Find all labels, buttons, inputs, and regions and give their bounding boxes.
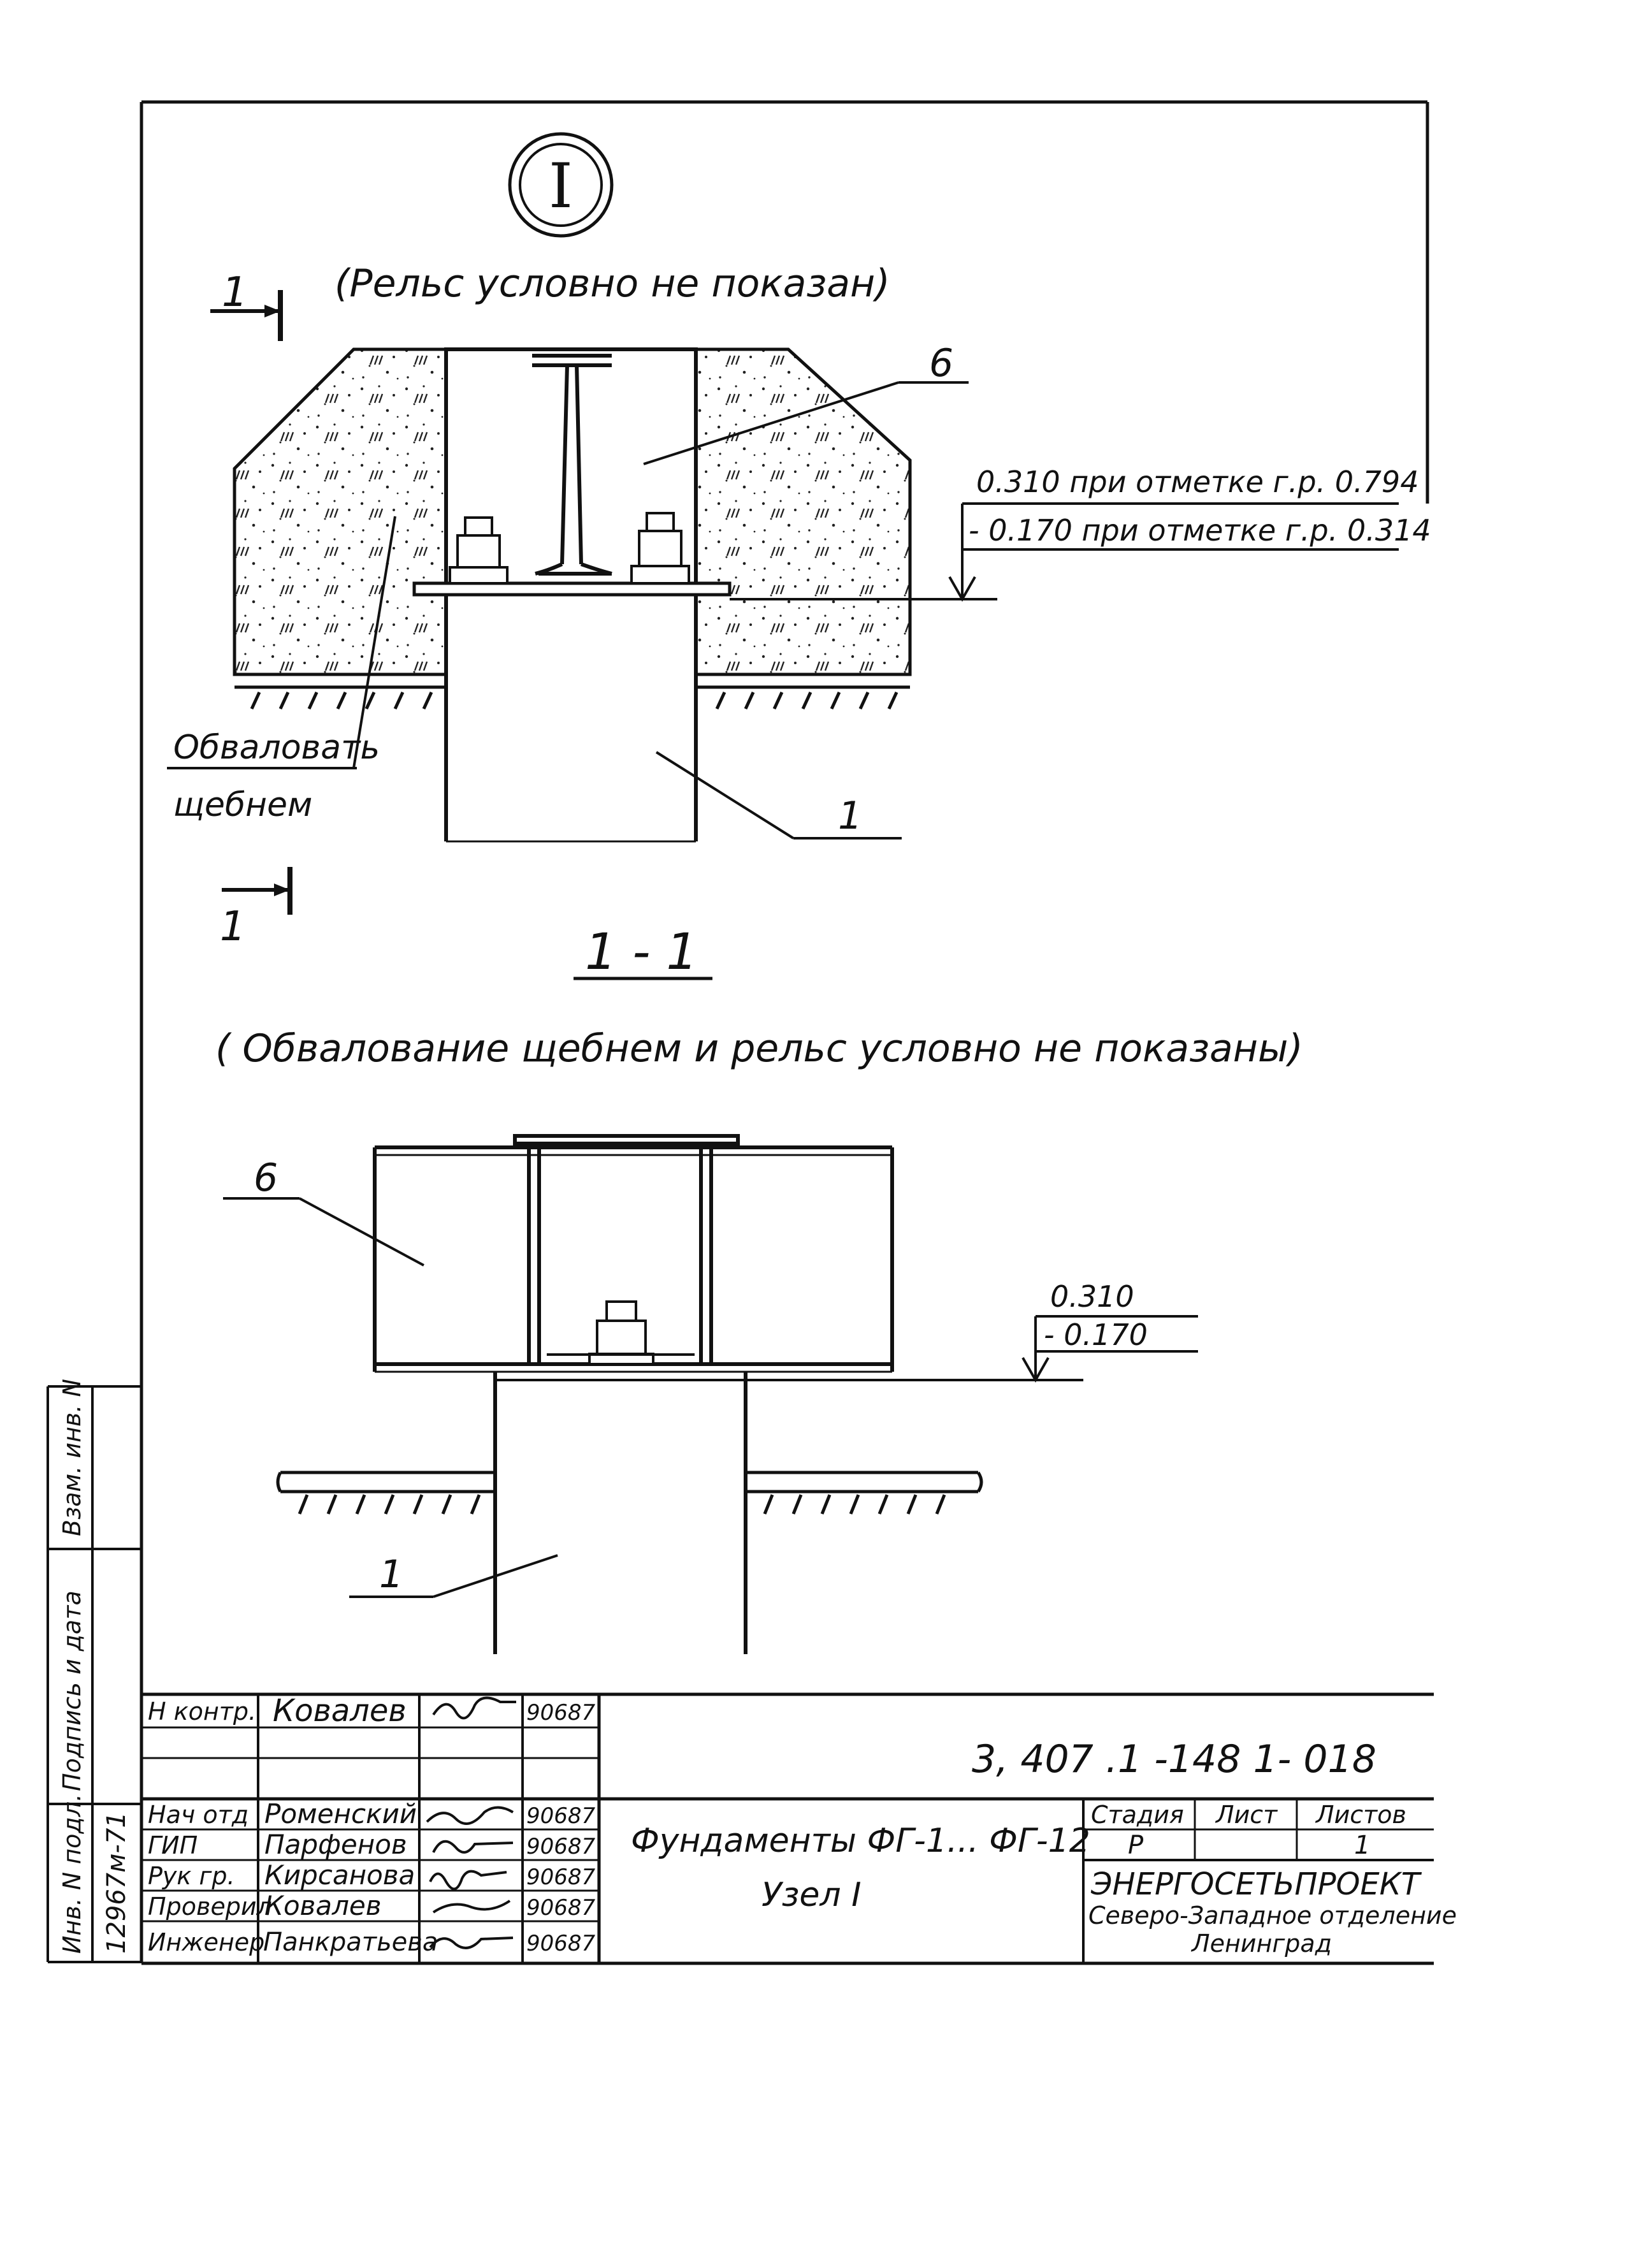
stamp-cell-vzam: Взам. инв. N: [58, 1379, 86, 1536]
value-stage: Р: [1128, 1831, 1144, 1860]
leader-part6-plan: 6: [643, 341, 969, 465]
column-section: [493, 1372, 1083, 1654]
staff-role: Н контр.: [148, 1697, 256, 1726]
org-name: ЭНЕРГОСЕТЬПРОЕКТ: [1090, 1866, 1422, 1902]
org-city: Ленинград: [1190, 1930, 1332, 1958]
staff-date: 90687: [526, 1865, 596, 1890]
anchor-bolt-left: [449, 516, 509, 585]
staff-name: Панкратьева: [263, 1928, 438, 1957]
svg-text:6: 6: [929, 341, 953, 386]
staff-name: Роменский: [264, 1798, 417, 1829]
ground-slab-section: [276, 1471, 983, 1515]
drawing-title-line2: Узел I: [762, 1876, 861, 1914]
staff-role: Проверил: [148, 1893, 272, 1921]
staff-date: 90687: [526, 1931, 596, 1956]
ground-line-plan: [235, 685, 910, 710]
side-stamp: [47, 1385, 141, 1963]
base-plate: [412, 581, 732, 597]
level-marks-section: [1022, 1315, 1198, 1383]
level-line2-plan: - 0.170 при отметке г.р. 0.314: [969, 513, 1431, 548]
i-beam-profile: [532, 354, 612, 576]
svg-text:1: 1: [220, 903, 246, 950]
staff-name: Ковалев: [273, 1693, 407, 1729]
staff-date: 90687: [526, 1895, 596, 1921]
section-mark-bottom: 1: [220, 867, 292, 950]
header-stage: Стадия: [1091, 1801, 1184, 1829]
level-top-section: 0.310: [1050, 1279, 1134, 1314]
svg-text:1: 1: [379, 1552, 403, 1597]
staff-date: 90687: [526, 1803, 596, 1829]
node-marker: I: [508, 132, 614, 238]
section-note: ( Обвалование щебнем и рельс условно не …: [215, 1026, 1303, 1071]
staff-name: Парфенов: [264, 1829, 407, 1860]
leader-part1-plan: 1: [655, 751, 902, 840]
staff-role: Рук гр.: [148, 1862, 235, 1890]
node-note: (Рельс условно не показан): [335, 261, 890, 306]
stamp-cell-signature: Подпись и дата: [58, 1590, 86, 1791]
svg-text:Обваловать: Обваловать: [173, 729, 380, 767]
svg-text:1: 1: [222, 269, 248, 316]
section-title: 1 - 1: [585, 924, 698, 981]
header-sheets: Листов: [1315, 1801, 1406, 1829]
stamp-cell-inv: Инв. N подл.: [58, 1794, 86, 1954]
level-marks-plan: [730, 502, 1399, 602]
title-block-grid: [141, 1692, 1434, 1965]
signature-scribbles: [426, 1696, 516, 1949]
staff-role: ГИП: [148, 1831, 198, 1859]
org-branch: Северо-Западное отделение: [1088, 1901, 1457, 1930]
drawing-title-line1: Фундаменты ФГ-1... ФГ-12: [631, 1822, 1090, 1860]
anchor-bolt-section: [547, 1300, 695, 1365]
level-line1-plan: 0.310 при отметке г.р. 0.794: [976, 465, 1419, 499]
svg-text:щебнем: щебнем: [173, 786, 312, 824]
node-symbol: I: [549, 150, 573, 222]
staff-role: Инженер: [148, 1928, 264, 1956]
anchor-bolt-right: [630, 512, 690, 585]
value-sheets: 1: [1354, 1831, 1370, 1860]
ballast-callout: Обваловать щебнем: [167, 516, 396, 824]
level-bottom-section: - 0.170: [1044, 1318, 1148, 1352]
staff-role: Нач отд: [148, 1801, 249, 1829]
staff-date: 90687: [526, 1834, 596, 1859]
header-sheet: Лист: [1215, 1801, 1278, 1829]
leader-part6-section: 6: [223, 1156, 424, 1267]
leader-part1-section: 1: [349, 1552, 558, 1598]
section-mark-top: 1: [210, 269, 283, 341]
stamp-inv-number: 12967м-71: [102, 1812, 131, 1954]
rail-beam-section: [373, 1134, 894, 1373]
staff-date: 90687: [526, 1700, 596, 1726]
svg-text:1: 1: [838, 794, 862, 838]
staff-table: Н контр. Ковалев 90687 Нач отд Роменский…: [148, 1693, 596, 1957]
sheet-frame: [140, 100, 1429, 1963]
staff-name: Ковалев: [264, 1890, 381, 1921]
svg-text:6: 6: [254, 1156, 278, 1200]
doc-code: 3, 407 .1 -148 1- 018: [972, 1737, 1376, 1782]
staff-name: Кирсанова: [264, 1859, 415, 1891]
